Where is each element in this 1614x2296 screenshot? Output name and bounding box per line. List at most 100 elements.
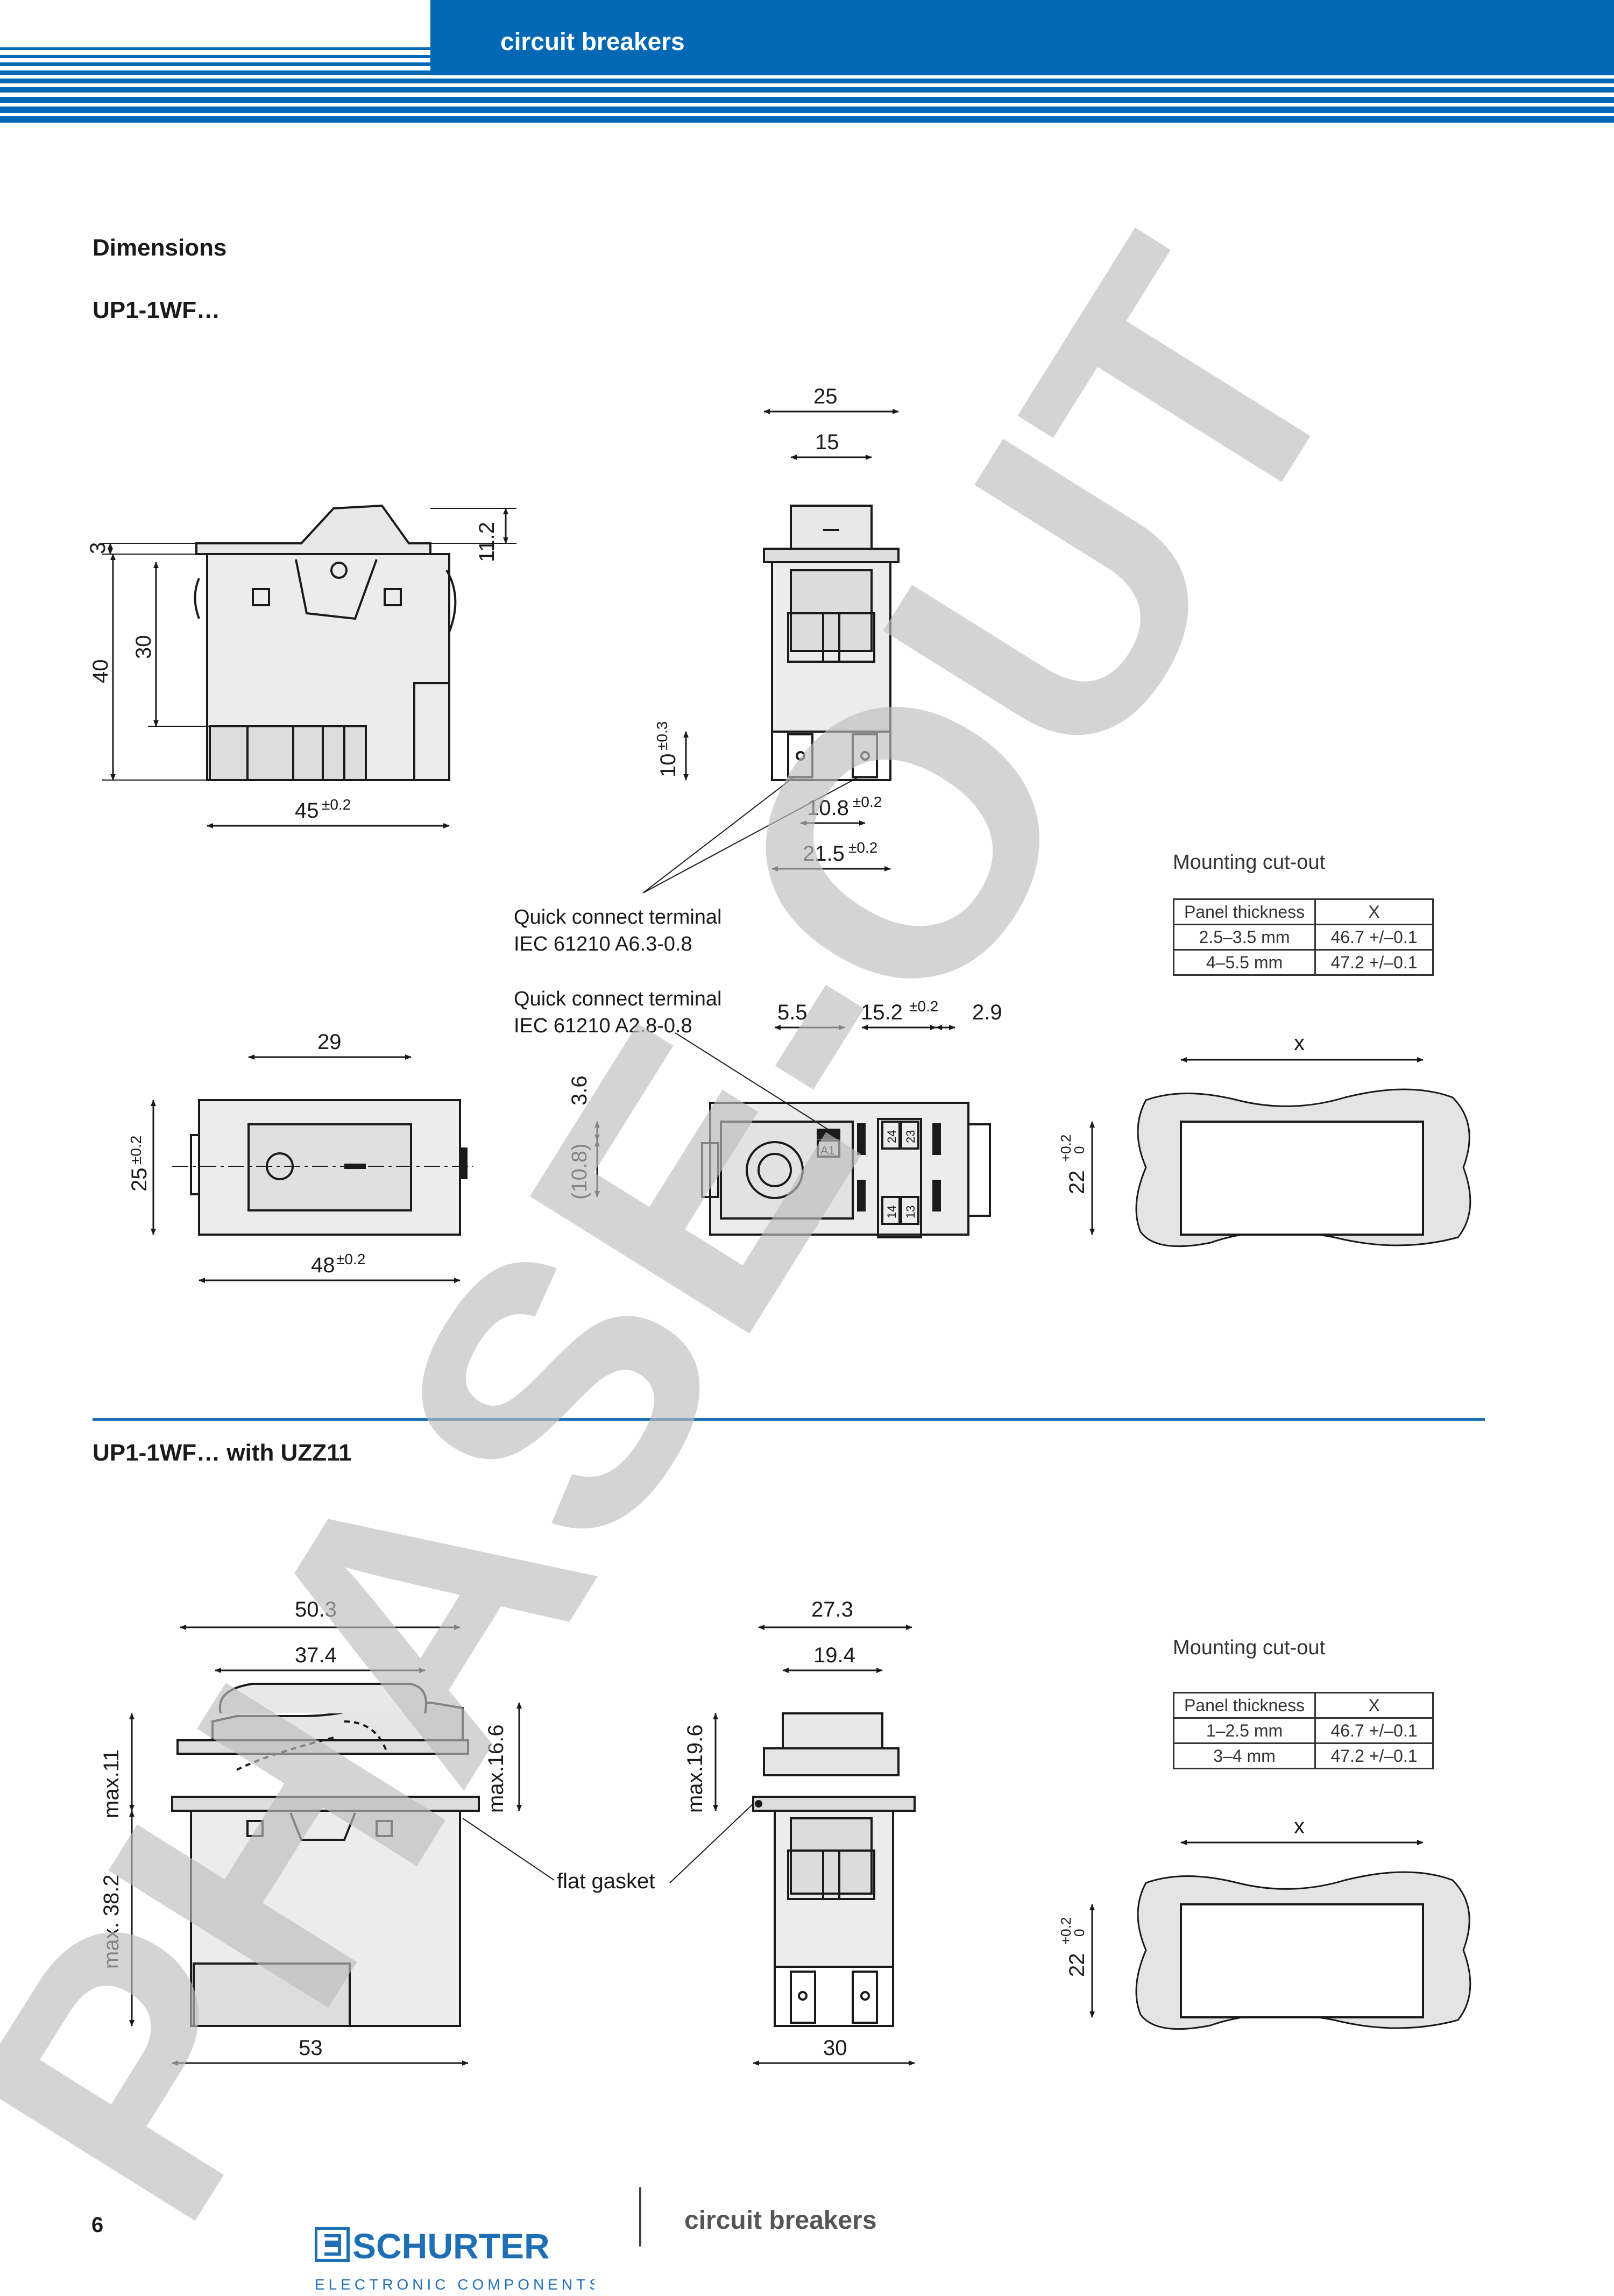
- side-view-switch-uzz11: [171, 1683, 480, 2027]
- dim-3: 3: [86, 542, 110, 554]
- brand-name: SCHURTER: [352, 2227, 550, 2266]
- dim-10-8: 10.8: [807, 796, 849, 820]
- front-view-switch-uzz11: [752, 1712, 916, 2027]
- quick-connect-note-1: Quick connect terminal IEC 61210 A6.3-0.…: [514, 904, 722, 958]
- cutout-x-1: x: [1294, 1031, 1305, 1055]
- side-view-switch: [194, 504, 457, 781]
- terminal-24: 24: [885, 1130, 898, 1143]
- dim-10-tol: ±0.3: [654, 721, 670, 750]
- dim-21-5: 21.5: [803, 842, 845, 866]
- dim-11-2: 11.2: [475, 522, 499, 562]
- dim-15: 15: [815, 430, 839, 454]
- dim-25-top-tol: ±0.2: [128, 1136, 144, 1165]
- dim-29: 29: [317, 1030, 342, 1054]
- terminal-14: 14: [885, 1206, 898, 1218]
- table-header: Panel thickness: [1173, 898, 1316, 925]
- brand-subtitle-svg: ELECTRONIC COMPONENTS: [315, 2276, 594, 2293]
- dim-2-9: 2.9: [972, 1001, 1002, 1024]
- top-view-switch: [190, 1099, 468, 1236]
- header-band: [0, 0, 1614, 123]
- header-title: circuit breakers: [500, 27, 685, 55]
- schurter-logo: SCHURTER: [315, 2227, 550, 2266]
- mounting-cutout-2: [1135, 1871, 1471, 2030]
- dim-15-2: 15.2: [861, 1001, 903, 1024]
- table-header: Panel thickness: [1173, 1692, 1316, 1719]
- dim-21-5-tol: ±0.2: [848, 839, 877, 856]
- dim-30: 30: [132, 635, 155, 660]
- bottom-view-switch: [701, 1102, 991, 1238]
- terminal-a1: A1: [820, 1144, 835, 1157]
- page-number: 6: [91, 2213, 104, 2237]
- dim-max38-2: max. 38.2: [100, 1874, 123, 1969]
- dim-48-tol: ±0.2: [336, 1251, 365, 1267]
- qc2-line2: IEC 61210 A2.8-0.8: [514, 1015, 692, 1037]
- cutout-tol-zero-1: 0: [1071, 1146, 1087, 1154]
- dim-37-4: 37.4: [295, 1643, 337, 1667]
- dim-27-3: 27.3: [811, 1598, 853, 1621]
- footer-title: circuit breakers: [684, 2206, 877, 2235]
- table-cell: 2.5–3.5 mm: [1173, 924, 1316, 951]
- section-heading: Dimensions: [93, 235, 227, 261]
- table-cell: 46.7 +/–0.1: [1314, 924, 1434, 951]
- dim-30: 30: [823, 2036, 847, 2060]
- section1-subheading: UP1-1WF…: [93, 297, 221, 323]
- brand-subtitle: ELECTRONIC COMPONENTS: [315, 2276, 594, 2293]
- cutout-title-1: Mounting cut-out: [1173, 851, 1326, 874]
- dim-45: 45: [295, 799, 319, 823]
- table-header: X: [1314, 1692, 1434, 1719]
- dim-25-top: 25: [128, 1168, 151, 1192]
- quick-connect-note-2: Quick connect terminal IEC 61210 A2.8-0.…: [514, 986, 722, 1039]
- table-cell: 3–4 mm: [1173, 1742, 1316, 1769]
- table-cell: 47.2 +/–0.1: [1314, 949, 1434, 976]
- terminal-13: 13: [904, 1206, 917, 1218]
- terminal-23: 23: [904, 1130, 917, 1143]
- dim-10: 10: [656, 754, 680, 778]
- front-view-switch: [763, 505, 900, 781]
- dim-50-3: 50.3: [295, 1598, 337, 1621]
- section2-subheading: UP1-1WF… with UZZ11: [93, 1440, 352, 1466]
- section-divider: [93, 1418, 1485, 1421]
- dim-53: 53: [299, 2036, 323, 2060]
- cutout-tol-zero-2: 0: [1071, 1929, 1087, 1937]
- dim-10-8-paren: (10.8): [568, 1144, 591, 1200]
- dim-max19-6: max.19.6: [683, 1724, 707, 1813]
- dim-48: 48: [311, 1253, 335, 1277]
- dim-3-6: 3.6: [568, 1075, 591, 1106]
- dim-max16-6: max.16.6: [484, 1724, 508, 1813]
- mounting-cutout-1: [1135, 1088, 1471, 1248]
- qc1-line1: Quick connect terminal: [514, 906, 722, 929]
- cutout-title-2: Mounting cut-out: [1173, 1636, 1326, 1659]
- table-cell: 1–2.5 mm: [1173, 1717, 1316, 1744]
- table-cell: 4–5.5 mm: [1173, 949, 1316, 976]
- dim-5-5: 5.5: [777, 1001, 808, 1024]
- qc2-line1: Quick connect terminal: [514, 988, 722, 1010]
- cutout-x-2: x: [1294, 1815, 1305, 1838]
- cutout-tol-plus-1: +0.2: [1058, 1135, 1074, 1162]
- flat-gasket-label: flat gasket: [557, 1869, 655, 1893]
- cutout-tol-plus-2: +0.2: [1058, 1917, 1074, 1945]
- dim-19-4: 19.4: [813, 1643, 855, 1667]
- dim-25: 25: [813, 385, 838, 408]
- dim-max11: max.11: [100, 1749, 123, 1818]
- cutout-22-1: 22: [1065, 1171, 1089, 1195]
- table-cell: 47.2 +/–0.1: [1314, 1742, 1434, 1769]
- footer-divider: [639, 2187, 641, 2247]
- dim-40: 40: [89, 660, 112, 684]
- table-cell: 46.7 +/–0.1: [1314, 1717, 1434, 1744]
- dimension-lines: [102, 409, 1424, 2066]
- dim-45-tol: ±0.2: [322, 796, 351, 813]
- dim-10-8-tol: ±0.2: [853, 793, 882, 810]
- dim-15-2-tol: ±0.2: [909, 998, 938, 1015]
- table-header: X: [1314, 898, 1434, 925]
- qc1-line2: IEC 61210 A6.3-0.8: [514, 933, 692, 955]
- cutout-22-2: 22: [1065, 1953, 1089, 1978]
